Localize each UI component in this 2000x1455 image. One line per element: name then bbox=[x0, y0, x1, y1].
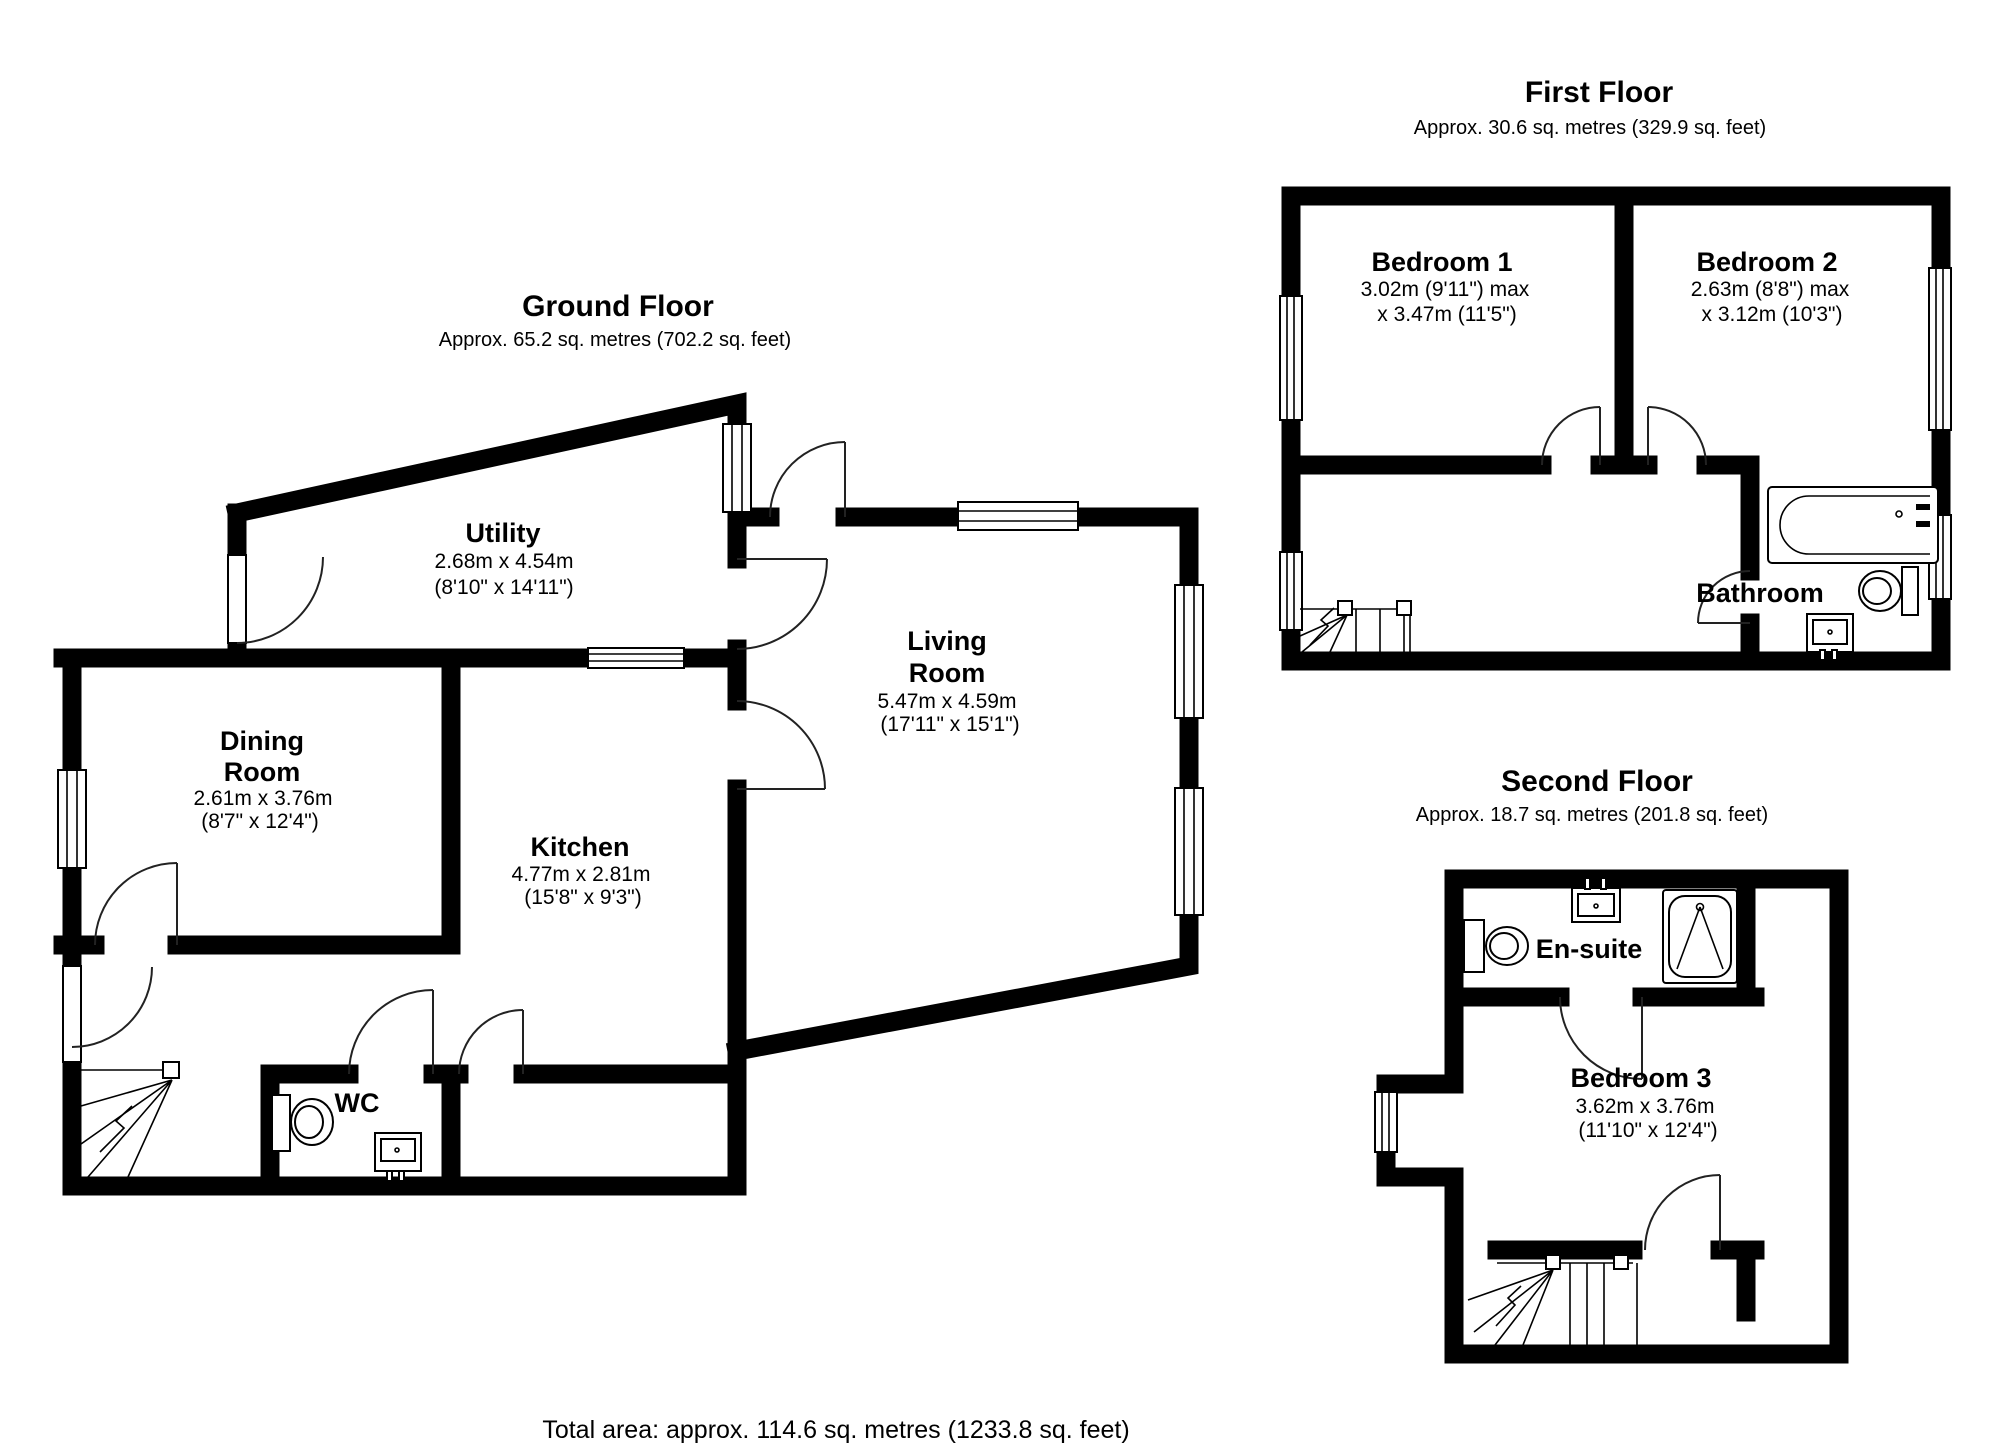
window-bedroom2-right-icon bbox=[1928, 267, 1952, 431]
dining-room-dim-imperial: (8'7" x 12'4") bbox=[201, 810, 318, 833]
bedroom2-dim-metric: 2.63m (8'8") max bbox=[1691, 278, 1850, 301]
door-living-lower-icon bbox=[736, 700, 826, 790]
window-utility-east-icon bbox=[722, 423, 752, 513]
window-kitchen-utility-icon bbox=[587, 647, 685, 669]
kitchen-dim-metric: 4.77m x 2.81m bbox=[512, 863, 651, 886]
bedroom2-dim-imperial: x 3.12m (10'3") bbox=[1701, 303, 1842, 326]
ground-floor-plan: Ground Floor Approx. 65.2 sq. metres (70… bbox=[53, 290, 1204, 1196]
utility-dim-imperial: (8'10" x 14'11") bbox=[434, 576, 573, 599]
bedroom1-dim-metric: 3.02m (9'11") max bbox=[1361, 278, 1530, 301]
door-front-top-icon bbox=[769, 441, 846, 518]
staircase-second-icon bbox=[1467, 1254, 1638, 1346]
door-living-upper-icon bbox=[736, 558, 828, 650]
wc-toilet-icon bbox=[271, 1094, 334, 1152]
first-walls bbox=[1281, 186, 1951, 671]
ensuite-sink-icon bbox=[1571, 877, 1621, 923]
kitchen-dim-imperial: (15'8" x 9'3") bbox=[524, 886, 641, 909]
wc-label: WC bbox=[335, 1088, 380, 1118]
ground-floor-subtitle: Approx. 65.2 sq. metres (702.2 sq. feet) bbox=[439, 329, 791, 351]
window-living-right-upper-icon bbox=[1174, 584, 1204, 719]
window-dining-left-icon bbox=[57, 769, 87, 869]
second-floor-title: Second Floor bbox=[1501, 765, 1693, 798]
bedroom3-dim-imperial: (11'10" x 12'4") bbox=[1578, 1119, 1717, 1142]
staircase-first-icon bbox=[1299, 600, 1412, 653]
bathroom-label: Bathroom bbox=[1696, 578, 1824, 608]
bathroom-sink-icon bbox=[1806, 613, 1854, 661]
second-walls bbox=[1376, 869, 1849, 1364]
living-room-label-2: Room bbox=[909, 658, 986, 688]
wc-sink-icon bbox=[374, 1132, 422, 1182]
shower-icon bbox=[1662, 889, 1738, 984]
bath-icon bbox=[1767, 486, 1939, 564]
window-bedroom1-left-icon bbox=[1279, 295, 1303, 421]
bedroom2-label: Bedroom 2 bbox=[1696, 247, 1837, 277]
window-landing-left-icon bbox=[1279, 551, 1303, 631]
living-room-label-1: Living bbox=[907, 626, 987, 656]
bedroom1-label: Bedroom 1 bbox=[1371, 247, 1512, 277]
door-bathroom-icon bbox=[1697, 570, 1751, 624]
total-area-label: Total area: approx. 114.6 sq. metres (12… bbox=[542, 1416, 1129, 1444]
staircase-ground-icon bbox=[80, 1061, 180, 1178]
door-utility-icon bbox=[227, 554, 324, 644]
door-bedroom3-icon bbox=[1644, 1174, 1721, 1251]
door-bedroom2-icon bbox=[1647, 406, 1707, 466]
second-floor-plan: Second Floor Approx. 18.7 sq. metres (20… bbox=[1374, 765, 1849, 1364]
first-floor-plan: First Floor Approx. 30.6 sq. metres (329… bbox=[1279, 76, 1952, 671]
ensuite-toilet-icon bbox=[1463, 919, 1529, 973]
kitchen-label: Kitchen bbox=[530, 832, 629, 862]
window-living-right-lower-icon bbox=[1174, 787, 1204, 916]
utility-dim-metric: 2.68m x 4.54m bbox=[435, 550, 574, 573]
utility-label: Utility bbox=[465, 518, 540, 548]
bedroom1-dim-imperial: x 3.47m (11'5") bbox=[1377, 303, 1516, 326]
door-kitchen-icon bbox=[458, 1009, 524, 1075]
dining-room-dim-metric: 2.61m x 3.76m bbox=[194, 787, 333, 810]
first-floor-subtitle: Approx. 30.6 sq. metres (329.9 sq. feet) bbox=[1414, 117, 1766, 139]
door-wc-icon bbox=[348, 989, 434, 1075]
window-living-top-icon bbox=[957, 501, 1079, 531]
door-bedroom1-icon bbox=[1541, 406, 1601, 466]
second-floor-subtitle: Approx. 18.7 sq. metres (201.8 sq. feet) bbox=[1416, 804, 1768, 826]
door-dining-icon bbox=[94, 862, 178, 946]
dining-room-label-2: Room bbox=[224, 757, 301, 787]
living-room-dim-imperial: (17'11" x 15'1") bbox=[880, 713, 1019, 736]
bathroom-toilet-icon bbox=[1858, 566, 1919, 616]
window-bedroom3-left-icon bbox=[1374, 1091, 1398, 1153]
door-ensuite-icon bbox=[1559, 996, 1643, 1080]
first-floor-title: First Floor bbox=[1525, 76, 1674, 109]
bedroom3-label: Bedroom 3 bbox=[1570, 1063, 1711, 1093]
dining-room-label-1: Dining bbox=[220, 726, 304, 756]
ensuite-label: En-suite bbox=[1536, 934, 1643, 964]
door-front-left-icon bbox=[62, 965, 153, 1063]
living-room-dim-metric: 5.47m x 4.59m bbox=[878, 690, 1017, 713]
bedroom3-dim-metric: 3.62m x 3.76m bbox=[1576, 1095, 1715, 1118]
ground-floor-title: Ground Floor bbox=[522, 290, 714, 323]
